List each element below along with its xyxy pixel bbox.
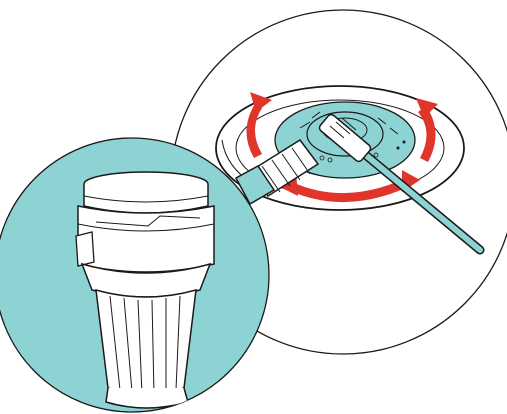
cartridge-circle	[0, 138, 269, 412]
